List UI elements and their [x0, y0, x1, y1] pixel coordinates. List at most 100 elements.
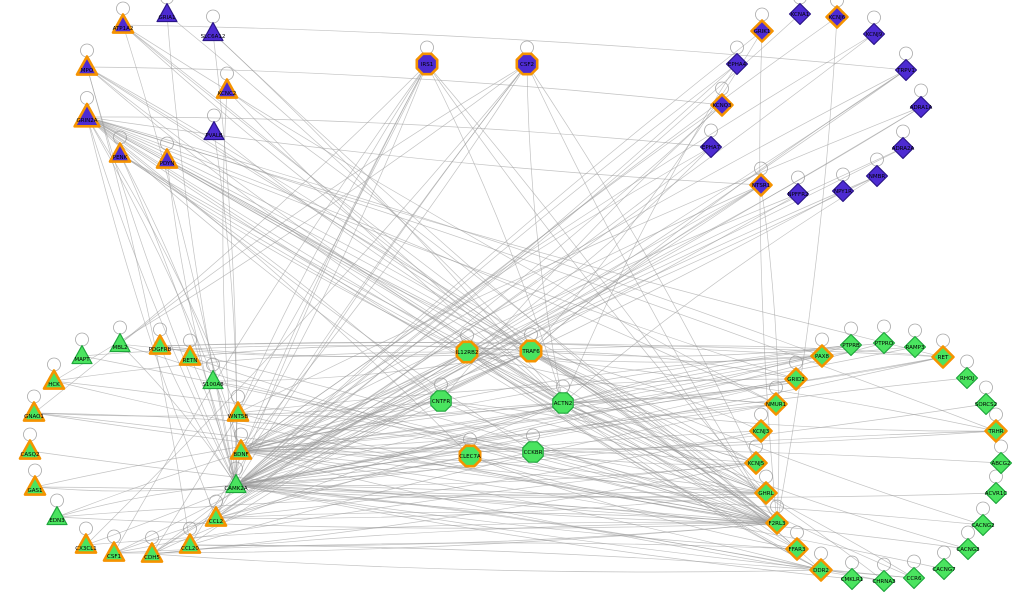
node-f2rl3[interactable]: F2RL3 [765, 511, 789, 535]
node-ntsr1[interactable]: NTSR1 [749, 173, 773, 197]
node-kcnj9[interactable]: KCNJ9 [862, 22, 886, 46]
self-loop [80, 43, 94, 58]
node-atp1a2[interactable]: ATP1A2 [111, 13, 135, 34]
edge [440, 400, 767, 494]
node-kcnc2[interactable]: KCNC2 [215, 78, 239, 99]
self-loop [75, 332, 89, 347]
edge [215, 69, 907, 519]
self-loop [960, 354, 974, 369]
node-kcnq3[interactable]: KCNQ3 [710, 93, 734, 117]
diamond-glyph [764, 392, 788, 416]
edge [215, 492, 767, 519]
edge [86, 66, 757, 464]
edge [530, 350, 984, 526]
node-ramp3[interactable]: RAMP3 [903, 335, 927, 359]
edge [53, 380, 767, 494]
node-hck[interactable]: HCK [42, 369, 66, 390]
triangle-glyph [73, 102, 101, 128]
edge [466, 351, 915, 579]
triangle-glyph [215, 78, 239, 99]
edge [562, 175, 878, 404]
self-loop [28, 463, 42, 478]
node-il12rb2[interactable]: IL12RB2 [455, 340, 479, 364]
node-ret[interactable]: RET [931, 345, 955, 369]
node-penk[interactable]: PENK [108, 142, 132, 163]
edge [235, 403, 777, 486]
node-mapt[interactable]: MAPT [71, 344, 93, 365]
node-nmur1[interactable]: NMUR1 [764, 392, 788, 416]
edge [86, 116, 534, 453]
edge [235, 344, 852, 486]
node-cacng7[interactable]: CACNG7 [932, 557, 956, 581]
node-adra2a[interactable]: ADRA2A [892, 136, 915, 160]
node-mbl2[interactable]: MBL2 [109, 332, 131, 353]
node-adra1a[interactable]: ADRA1A [909, 95, 933, 119]
node-sorcs2[interactable]: SORCS2 [975, 392, 997, 416]
triangle-glyph [148, 334, 172, 355]
diamond-glyph [754, 481, 778, 505]
node-casq2[interactable]: CASQ2 [18, 439, 42, 460]
node-clec7a[interactable]: CLEC7A [458, 444, 482, 468]
edge [159, 345, 237, 486]
node-grin2a[interactable]: GRIN2A [73, 102, 101, 128]
node-traf6[interactable]: TRAF6 [519, 339, 543, 363]
edge [235, 69, 907, 486]
node-mpo[interactable]: MPO [75, 55, 99, 76]
self-loop [845, 555, 859, 570]
node-acvr1c[interactable]: ACVR1C [985, 481, 1008, 505]
node-cntfr[interactable]: CNTFR [430, 390, 452, 412]
node-slc6a12[interactable]: SLC6A12 [201, 21, 226, 42]
triangle-glyph [46, 505, 68, 526]
node-s100a8[interactable]: S100A8 [202, 369, 224, 390]
edge [159, 342, 944, 358]
edge [466, 146, 712, 353]
node-npffr2[interactable]: NPFFR2 [786, 182, 810, 206]
node-cckbr[interactable]: CCKBR [522, 441, 544, 463]
edge [166, 159, 778, 524]
diamond-glyph [749, 419, 773, 443]
edge [212, 32, 564, 404]
node-gria1[interactable]: GRIA1 [156, 2, 178, 23]
node-chrna3[interactable]: CHRNA3 [872, 569, 896, 593]
edge [166, 13, 237, 486]
self-loop [754, 161, 768, 176]
node-actn2[interactable]: ACTN2 [552, 392, 574, 414]
edge [213, 131, 238, 486]
node-gnao1[interactable]: GNAO1 [22, 401, 46, 422]
edge [122, 24, 777, 405]
edge [530, 30, 763, 352]
triangle-glyph [140, 542, 164, 563]
node-kcnj3[interactable]: KCNJ3 [749, 419, 773, 443]
node-trhr[interactable]: TRHR [984, 419, 1008, 443]
edge [759, 30, 778, 524]
diamond-glyph [989, 451, 1013, 475]
node-csf2[interactable]: CSF2 [515, 52, 539, 76]
node-trpv1[interactable]: TRPV1 [894, 58, 918, 82]
self-loop [815, 332, 829, 347]
node-ccr6[interactable]: CCR6 [902, 566, 926, 590]
node-kcna1[interactable]: KCNA1 [788, 2, 812, 26]
node-wnt5b[interactable]: WNT5B [226, 401, 250, 422]
diamond-glyph [865, 164, 889, 188]
edge [189, 350, 532, 546]
edge [530, 344, 852, 357]
edge [86, 116, 468, 353]
node-rhoj[interactable]: RHOJ [955, 366, 979, 390]
node-irs1[interactable]: IRS1 [415, 52, 439, 76]
self-loop [47, 357, 61, 372]
node-grik1[interactable]: GRIK1 [750, 19, 774, 43]
diamond-glyph [909, 95, 933, 119]
node-ddr2[interactable]: DDR2 [809, 558, 833, 582]
node-npy1r[interactable]: NPY1R [831, 179, 855, 203]
node-ffar3[interactable]: FFAR3 [785, 537, 809, 561]
node-cdh5[interactable]: CDH5 [140, 542, 164, 563]
node-pvalb[interactable]: PVALB [203, 120, 225, 141]
self-loop [207, 108, 221, 123]
edge [212, 32, 778, 524]
node-ptpro[interactable]: PTPRO [872, 331, 896, 355]
self-loop [961, 525, 975, 540]
node-kcnj6[interactable]: KCNJ6 [825, 5, 849, 29]
node-cacng3[interactable]: CACNG3 [956, 537, 980, 561]
node-nmbr[interactable]: NMBR [865, 164, 889, 188]
node-edn3[interactable]: EDN3 [46, 505, 68, 526]
